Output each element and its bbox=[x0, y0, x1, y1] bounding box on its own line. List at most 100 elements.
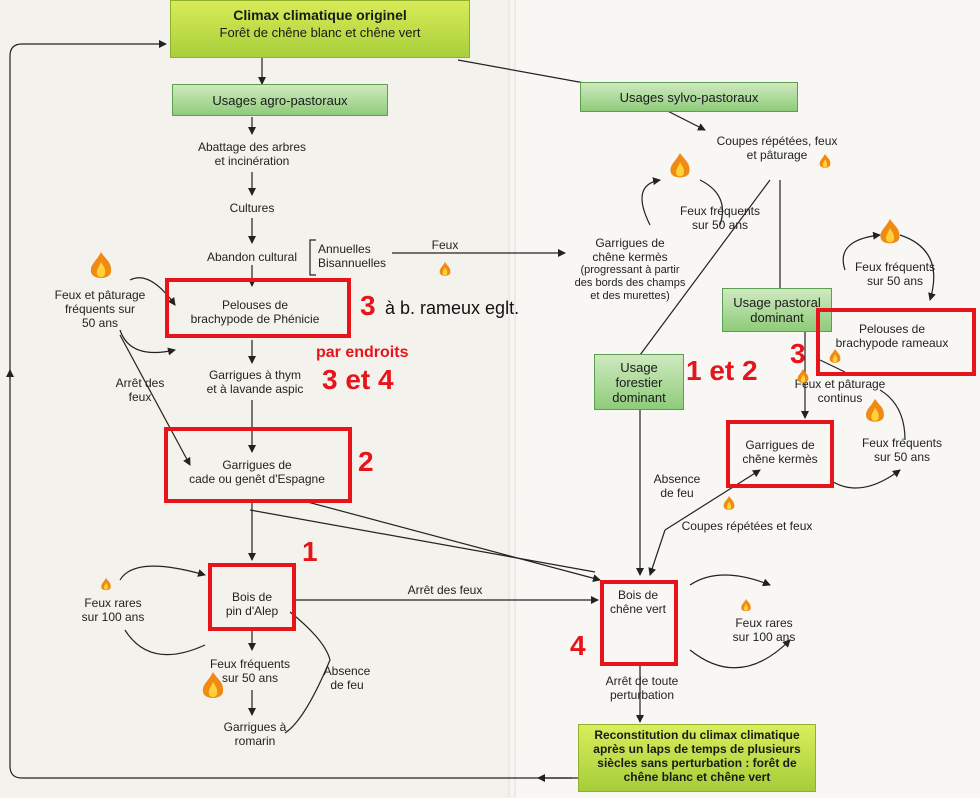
feux-freq-r1-line2: sur 50 ans bbox=[691, 218, 749, 232]
node-pelouses-phenicie: Pelouses de brachypode de Phénicie bbox=[170, 298, 340, 326]
node-coupes-repetees: Coupes répétées, feux et pâturage bbox=[702, 134, 852, 162]
flame-icon bbox=[98, 577, 114, 598]
reconstitution-box: Reconstitution du climax climatique aprè… bbox=[578, 724, 816, 792]
arret-pert-line1: Arrêt de toute bbox=[605, 674, 679, 688]
arret-feux-center-label: Arrêt des feux bbox=[407, 583, 483, 597]
node-abandon: Abandon cultural bbox=[192, 250, 312, 264]
annotation-1-et-2: 1 et 2 bbox=[686, 355, 758, 386]
node-annuelles: Annuelles Bisannuelles bbox=[318, 242, 398, 270]
red-box-bois-pin bbox=[208, 563, 296, 631]
red-box-bois-chene-vert bbox=[600, 580, 678, 666]
node-feux-paturage-continus: Feux et pâturage continus bbox=[780, 377, 900, 405]
abattage-line2: et incinération bbox=[214, 154, 290, 168]
node-feux-rares-right: Feux rares sur 100 ans bbox=[722, 616, 806, 644]
annotation-3-left: 3 bbox=[360, 290, 376, 321]
node-feux-paturage-left: Feux et pâturage fréquents sur 50 ans bbox=[36, 288, 164, 330]
feux-freq-r2-line2: sur 50 ans bbox=[866, 274, 924, 288]
arret-pert-line2: perturbation bbox=[609, 688, 675, 702]
node-absence-feu-right: Absence de feu bbox=[645, 472, 709, 500]
feux-rares-line2: sur 100 ans bbox=[81, 610, 145, 624]
bisannuelles-label: Bisannuelles bbox=[318, 256, 387, 270]
usage-pastoral-line2: dominant bbox=[750, 310, 804, 325]
recon-line3: siècles sans perturbation : forêt de bbox=[597, 756, 797, 770]
bois-chene-line1: Bois de bbox=[617, 588, 659, 602]
usages-sylvo-pastoraux-box: Usages sylvo-pastoraux bbox=[580, 82, 798, 112]
flame-icon bbox=[738, 598, 754, 619]
annotation-par-endroits: par endroits bbox=[316, 344, 409, 361]
coupes-b-label: Coupes répétées et feux bbox=[681, 519, 813, 533]
node-garrigues-cade: Garrigues de cade ou genêt d'Espagne bbox=[172, 458, 342, 486]
usages-agro-label: Usages agro-pastoraux bbox=[212, 92, 348, 108]
pelouses-rameaux-line2: brachypode rameaux bbox=[835, 336, 949, 350]
feux-continus-line1: Feux et pâturage bbox=[794, 377, 886, 391]
node-garrigues-kermes-bottom: Garrigues de chêne kermès bbox=[728, 438, 832, 466]
kermes-b-line1: Garrigues de bbox=[745, 438, 815, 452]
bois-chene-line2: chêne vert bbox=[609, 602, 667, 616]
node-feux-frequents-r1: Feux fréquents sur 50 ans bbox=[670, 204, 770, 232]
usages-sylvo-label: Usages sylvo-pastoraux bbox=[619, 89, 759, 105]
annotation-3-et-4: 3 et 4 bbox=[322, 364, 394, 395]
feux-rares-r-line2: sur 100 ans bbox=[732, 630, 796, 644]
usages-agro-pastoraux-box: Usages agro-pastoraux bbox=[172, 84, 388, 116]
node-arret-feux-left: Arrêt des feux bbox=[100, 376, 180, 404]
romarin-line1: Garrigues à bbox=[223, 720, 287, 734]
feux-freq-r3-line1: Feux fréquents bbox=[861, 436, 943, 450]
annotation-1: 1 bbox=[302, 536, 318, 567]
climax-title: Climax climatique originel bbox=[233, 7, 407, 23]
flame-icon bbox=[84, 250, 118, 289]
feux-freq-r2-line1: Feux fréquents bbox=[854, 260, 936, 274]
usage-pastoral-line1: Usage pastoral bbox=[733, 295, 821, 310]
feux-freq-r3-line2: sur 50 ans bbox=[873, 450, 931, 464]
node-feux-frequents-r2: Feux fréquents sur 50 ans bbox=[840, 260, 950, 288]
usage-forestier-line1: Usage bbox=[620, 359, 658, 375]
node-feux-rares-left: Feux rares sur 100 ans bbox=[68, 596, 158, 624]
flame-icon bbox=[794, 368, 812, 391]
red-box-pelouses-phenicie bbox=[165, 278, 351, 338]
pelouses-rameaux-line1: Pelouses de bbox=[858, 322, 926, 336]
kermes-line5: et des murettes) bbox=[590, 290, 670, 302]
flame-icon bbox=[874, 216, 906, 255]
node-feux-label: Feux bbox=[420, 238, 470, 252]
node-coupes-repetees-feux: Coupes répétées et feux bbox=[672, 519, 822, 533]
kermes-b-line2: chêne kermès bbox=[742, 452, 818, 466]
flame-icon bbox=[720, 495, 738, 518]
node-arret-perturbation: Arrêt de toute perturbation bbox=[592, 674, 692, 702]
annotation-3-right: 3 bbox=[790, 338, 806, 369]
recon-line1: Reconstitution du climax climatique bbox=[594, 728, 800, 742]
flame-icon bbox=[826, 348, 844, 371]
node-cultures: Cultures bbox=[212, 201, 292, 215]
feux-paturage-line2: fréquents sur bbox=[64, 302, 136, 316]
kermes-line4: des bords des champs bbox=[574, 277, 686, 289]
feux-rares-line1: Feux rares bbox=[84, 596, 142, 610]
arret-feux-line1: Arrêt des bbox=[115, 376, 165, 390]
node-feux-frequents-r3: Feux fréquents sur 50 ans bbox=[852, 436, 952, 464]
absence-line2: de feu bbox=[330, 678, 364, 692]
feux-freq-line1: Feux fréquents bbox=[209, 657, 291, 671]
node-feux-frequents-left: Feux fréquents sur 50 ans bbox=[195, 657, 305, 685]
abattage-line1: Abattage des arbres bbox=[197, 140, 307, 154]
absence-line1: Absence bbox=[323, 664, 371, 678]
node-bois-chene-vert: Bois de chêne vert bbox=[603, 588, 673, 616]
garrigues-cade-line2: cade ou genêt d'Espagne bbox=[189, 472, 325, 486]
node-garrigues-kermes-top: Garrigues de chêne kermès (progressant à… bbox=[560, 236, 700, 303]
romarin-line2: romarin bbox=[234, 734, 276, 748]
right-page bbox=[512, 0, 980, 798]
absence-r-line2: de feu bbox=[660, 486, 694, 500]
usage-pastoral-box: Usage pastoral dominant bbox=[722, 288, 832, 332]
feux-rares-r-line1: Feux rares bbox=[735, 616, 793, 630]
flame-icon bbox=[664, 150, 696, 189]
feux-paturage-line3: 50 ans bbox=[81, 316, 119, 330]
node-absence-feu-left: Absence de feu bbox=[312, 664, 382, 692]
red-box-garrigues-cade bbox=[164, 427, 352, 503]
feux-freq-line2: sur 50 ans bbox=[221, 671, 279, 685]
red-box-garrigues-kermes bbox=[726, 420, 834, 488]
recon-line4: chêne blanc et chêne vert bbox=[623, 770, 771, 784]
bois-pin-line2: pin d'Alep bbox=[225, 604, 279, 618]
annotation-3-left-text: à b. rameux eglt. bbox=[385, 298, 520, 318]
feux-label: Feux bbox=[431, 238, 459, 252]
annotation-4: 4 bbox=[570, 630, 586, 661]
flame-icon bbox=[816, 153, 834, 176]
arret-feux-line2: feux bbox=[128, 390, 152, 404]
node-bois-pin: Bois de pin d'Alep bbox=[212, 590, 292, 618]
usage-forestier-line2: forestier bbox=[615, 374, 663, 390]
